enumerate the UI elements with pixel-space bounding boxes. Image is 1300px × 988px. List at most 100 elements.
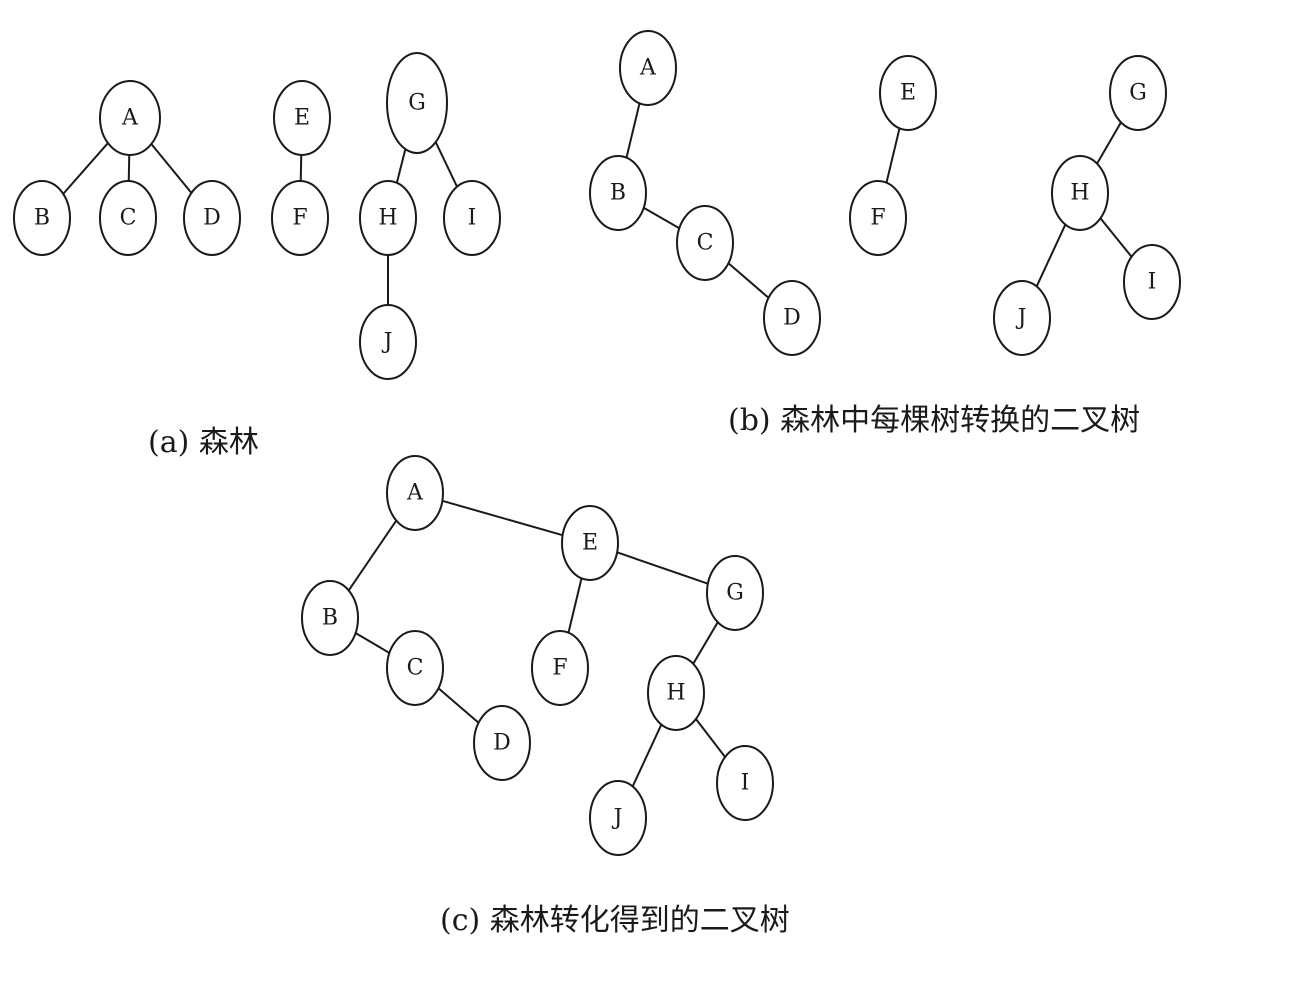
node-ellipse xyxy=(589,155,647,231)
edge-b-c-d xyxy=(727,262,770,299)
node-b-c: C xyxy=(676,205,734,281)
edge-a-g-h xyxy=(395,148,407,184)
node-label: H xyxy=(378,206,397,231)
node-ellipse xyxy=(531,630,589,706)
node-c-f: F xyxy=(531,630,589,706)
edge-c-h-j xyxy=(631,724,663,787)
node-a-b: B xyxy=(13,180,71,256)
node-ellipse xyxy=(706,555,764,631)
edge-c-e-g xyxy=(616,551,709,585)
node-ellipse xyxy=(849,180,907,256)
edge-a-a-b xyxy=(62,142,109,195)
node-ellipse xyxy=(99,80,161,156)
node-ellipse xyxy=(359,180,417,256)
node-ellipse xyxy=(386,455,444,531)
node-ellipse xyxy=(993,280,1051,356)
node-b-a: A xyxy=(619,30,677,106)
node-ellipse xyxy=(676,205,734,281)
node-a-j: J xyxy=(359,304,417,380)
node-ellipse xyxy=(386,630,444,706)
node-label: E xyxy=(582,531,598,556)
node-b-h: H xyxy=(1051,155,1109,231)
node-c-c: C xyxy=(386,630,444,706)
node-label: G xyxy=(726,581,744,606)
node-ellipse xyxy=(561,505,619,581)
node-ellipse xyxy=(716,745,774,821)
edge-c-c-d xyxy=(437,687,480,724)
edge-c-b-c xyxy=(355,632,390,654)
node-label: I xyxy=(741,771,750,796)
node-label: F xyxy=(292,206,307,231)
node-label: G xyxy=(1129,81,1147,106)
node-ellipse xyxy=(273,80,331,156)
node-ellipse xyxy=(1123,244,1181,320)
node-b-b: B xyxy=(589,155,647,231)
node-b-g: G xyxy=(1109,55,1167,131)
node-c-b: B xyxy=(301,580,359,656)
node-a-h: H xyxy=(359,180,417,256)
node-label: A xyxy=(406,481,424,506)
node-label: C xyxy=(407,656,424,681)
node-label: H xyxy=(666,681,685,706)
node-label: J xyxy=(1016,306,1027,331)
panel-forest: A B C D E F G H I J xyxy=(13,52,501,380)
edge-a-a-c xyxy=(127,154,131,182)
node-ellipse xyxy=(271,180,329,256)
node-ellipse xyxy=(589,780,647,856)
node-ellipse xyxy=(443,180,501,256)
node-a-a: A xyxy=(99,80,161,156)
node-b-i: I xyxy=(1123,244,1181,320)
node-label: B xyxy=(34,206,50,231)
node-ellipse xyxy=(13,180,71,256)
node-label: A xyxy=(121,106,139,131)
caption-a: (a) 森林 xyxy=(148,425,259,460)
node-c-j: J xyxy=(589,780,647,856)
node-label: H xyxy=(1070,181,1089,206)
node-b-j: J xyxy=(993,280,1051,356)
node-b-f: F xyxy=(849,180,907,256)
edge-b-h-i xyxy=(1099,217,1133,258)
edge-c-e-f xyxy=(567,578,583,633)
node-ellipse xyxy=(879,55,937,131)
node-label: D xyxy=(203,206,221,231)
node-b-d: D xyxy=(763,280,821,356)
node-ellipse xyxy=(1051,155,1109,231)
node-b-e: E xyxy=(879,55,937,131)
node-label: D xyxy=(783,306,801,331)
node-ellipse xyxy=(301,580,359,656)
node-ellipse xyxy=(647,655,705,731)
node-c-e: E xyxy=(561,505,619,581)
node-label: J xyxy=(612,806,623,831)
node-a-c: C xyxy=(99,180,157,256)
edge-c-g-h xyxy=(692,621,719,665)
node-label: B xyxy=(610,181,626,206)
edge-b-a-b xyxy=(625,103,641,158)
node-ellipse xyxy=(473,705,531,781)
edge-a-e-f xyxy=(299,154,303,182)
panel-binary-trees-per-tree: A B C D E F G H I J xyxy=(589,30,1181,356)
node-label: C xyxy=(697,231,714,256)
node-a-e: E xyxy=(273,80,331,156)
node-ellipse xyxy=(359,304,417,380)
node-label: I xyxy=(468,206,477,231)
node-label: D xyxy=(493,731,511,756)
node-ellipse xyxy=(183,180,241,256)
node-label: E xyxy=(900,81,916,106)
node-a-g: G xyxy=(386,52,448,154)
edge-b-g-h xyxy=(1096,121,1122,165)
node-c-a: A xyxy=(386,455,444,531)
node-label: J xyxy=(382,330,393,355)
node-ellipse xyxy=(763,280,821,356)
edge-c-h-i xyxy=(695,718,726,758)
node-label: E xyxy=(294,106,310,131)
node-ellipse xyxy=(386,52,448,154)
node-label: C xyxy=(120,206,137,231)
node-ellipse xyxy=(99,180,157,256)
node-label: G xyxy=(408,91,426,116)
node-label: I xyxy=(1148,270,1157,295)
edge-b-b-c xyxy=(643,206,680,230)
node-a-f: F xyxy=(271,180,329,256)
node-ellipse xyxy=(619,30,677,106)
node-label: A xyxy=(639,56,657,81)
